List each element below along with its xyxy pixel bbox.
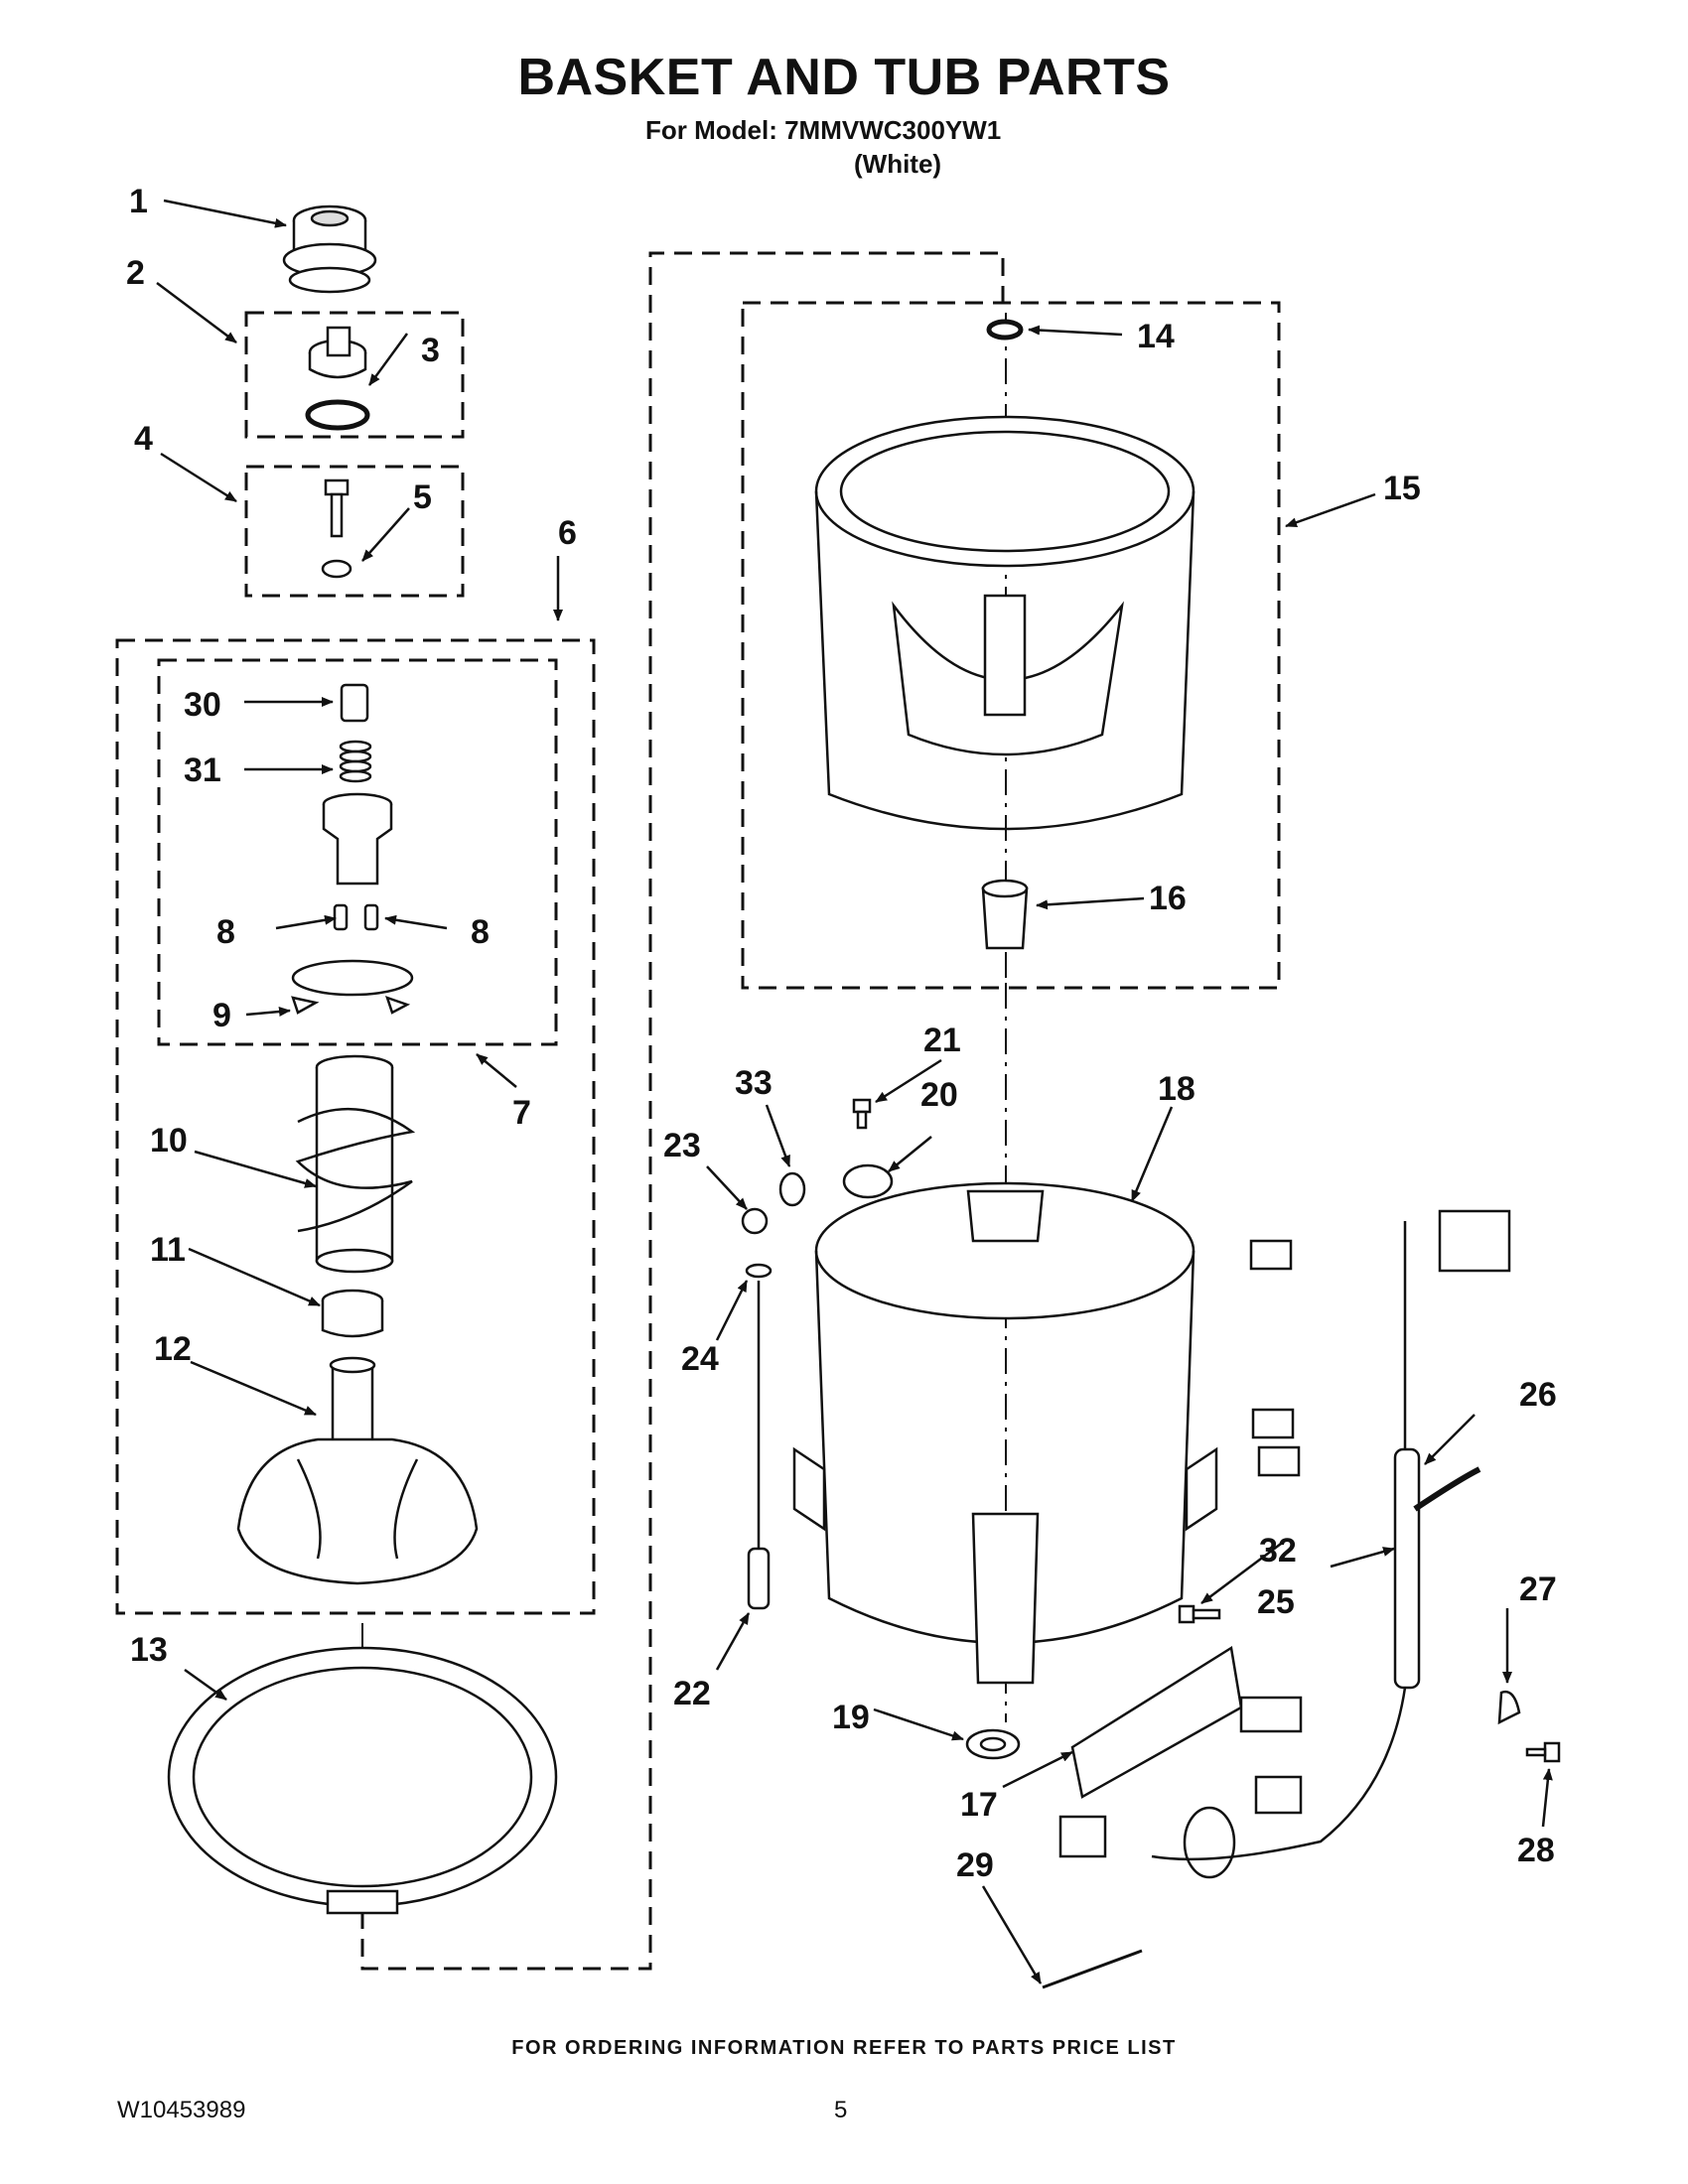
part-31-spring — [339, 740, 372, 783]
callout-25: 25 — [1257, 1583, 1295, 1621]
part-drawings — [167, 205, 1561, 1989]
callout-13: 13 — [130, 1631, 168, 1669]
callout-8-right: 8 — [471, 913, 490, 951]
part-17-bracket — [1070, 1645, 1243, 1799]
part-14-nut — [986, 319, 1024, 341]
callout-30: 30 — [184, 686, 221, 724]
part-16-hub — [981, 879, 1029, 950]
callout-labels: 1 2 3 4 5 6 30 31 8 8 9 7 10 11 12 13 14… — [126, 183, 1557, 1884]
callout-9: 9 — [212, 997, 231, 1034]
dashed-boxes — [115, 251, 1281, 1971]
part-25-harness — [1058, 1209, 1511, 1879]
part-33-spring — [778, 1171, 806, 1207]
part-cam-body — [322, 792, 393, 886]
page-number: 5 — [834, 2097, 848, 2123]
part-15-basket — [814, 415, 1196, 831]
callout-12: 12 — [154, 1330, 192, 1368]
part-1-cap — [282, 205, 377, 294]
part-9-bottom — [291, 959, 414, 1015]
callout-20: 20 — [920, 1076, 958, 1114]
group-box-15 — [741, 301, 1281, 990]
callout-21: 21 — [923, 1022, 961, 1059]
callout-19: 19 — [832, 1699, 870, 1736]
callout-7: 7 — [512, 1094, 531, 1132]
callout-16: 16 — [1149, 880, 1187, 917]
part-4-bolt — [324, 478, 350, 538]
callout-3: 3 — [421, 332, 440, 369]
part-28-screw — [1525, 1741, 1561, 1763]
callout-6: 6 — [558, 514, 577, 552]
group-box-2 — [244, 311, 465, 439]
part-29-tie — [1042, 1949, 1143, 1989]
part-3-ring — [305, 399, 370, 431]
part-27-clip — [1497, 1690, 1521, 1725]
model-line: For Model: 7MMVWC300YW1 — [645, 115, 1002, 145]
ordering-note: FOR ORDERING INFORMATION REFER TO PARTS … — [511, 2037, 1177, 2059]
color-line: (White) — [854, 149, 942, 179]
callout-1: 1 — [129, 183, 148, 220]
callout-18: 18 — [1158, 1070, 1196, 1108]
part-30 — [340, 683, 369, 723]
group-box-6 — [115, 638, 596, 1615]
part-18-tub — [792, 1181, 1218, 1685]
callout-11: 11 — [150, 1231, 186, 1269]
callout-22: 22 — [673, 1675, 711, 1712]
callout-23: 23 — [663, 1127, 701, 1164]
part-20-bracket — [842, 1163, 894, 1199]
page-title: BASKET AND TUB PARTS — [517, 49, 1171, 106]
callout-4: 4 — [134, 420, 153, 458]
callout-17: 17 — [960, 1786, 998, 1824]
part-11-coupler — [321, 1289, 384, 1338]
callout-8-left: 8 — [216, 913, 235, 951]
part-23 — [741, 1207, 769, 1235]
callout-27: 27 — [1519, 1570, 1557, 1608]
part-21-screw — [852, 1098, 872, 1130]
part-5-washer — [321, 559, 352, 579]
document-number: W10453989 — [117, 2097, 246, 2123]
callout-15: 15 — [1383, 470, 1421, 507]
callout-29: 29 — [956, 1846, 994, 1884]
callout-14: 14 — [1137, 318, 1175, 355]
part-24 — [745, 1263, 773, 1279]
leader-arrows — [156, 199, 1553, 1984]
part-12-impeller — [236, 1356, 479, 1585]
shaft-connector-line — [360, 251, 1005, 1971]
callout-2: 2 — [126, 254, 145, 292]
callout-24: 24 — [681, 1340, 719, 1378]
callout-28: 28 — [1517, 1832, 1555, 1869]
part-32-screw — [1178, 1604, 1221, 1624]
part-13-balance-ring — [167, 1646, 558, 1915]
callout-26: 26 — [1519, 1376, 1557, 1414]
callout-33: 33 — [735, 1064, 773, 1102]
part-19-seal — [965, 1728, 1021, 1760]
group-box-7 — [157, 658, 558, 1046]
callout-31: 31 — [184, 751, 221, 789]
part-10-auger — [295, 1054, 416, 1274]
callout-10: 10 — [150, 1122, 188, 1160]
callout-32: 32 — [1259, 1532, 1297, 1570]
part-22-rod — [747, 1281, 771, 1610]
callout-5: 5 — [413, 478, 432, 516]
part-8-dog-b — [363, 903, 379, 931]
part-2-cam — [308, 326, 367, 379]
part-8-dog-a — [333, 903, 349, 931]
group-box-4 — [244, 465, 465, 598]
